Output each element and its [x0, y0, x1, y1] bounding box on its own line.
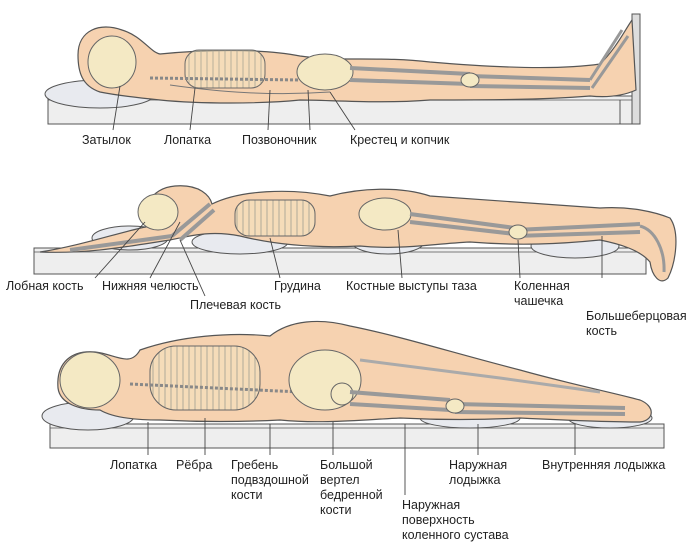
label-iliac: Гребень подвздошной кости: [231, 458, 309, 502]
pelvis-prone: [358, 197, 412, 231]
label-spine: Позвоночник: [242, 133, 317, 147]
label-trochanter: Большой вертел бедренной кости: [320, 458, 383, 517]
ribcage-prone: [234, 199, 316, 237]
leg-bones-supine: [349, 66, 591, 90]
label-knee: Наружная поверхность коленного сустава: [402, 498, 509, 542]
skull-prone: [137, 193, 179, 231]
leader-scapula-supine: [189, 87, 196, 131]
skull-lateral: [59, 351, 121, 409]
figure-lateral: [41, 320, 665, 495]
leg-bones-prone: [409, 212, 641, 238]
label-scapula-lateral: Лопатка: [110, 458, 158, 472]
label-scapula-supine: Лопатка: [164, 133, 212, 147]
label-ankle-inner: Внутренняя лодыжка: [542, 458, 666, 472]
leader-frontal: [94, 221, 146, 279]
label-humerus: Плечевая кость: [190, 298, 282, 312]
leader-humerus: [179, 239, 206, 297]
label-mandible: Нижняя челюсть: [102, 279, 199, 293]
spine-lateral: [129, 382, 301, 394]
skull-supine: [87, 35, 137, 89]
figure-prone: [33, 185, 677, 297]
leader-sacrum: [329, 91, 356, 131]
label-ribs: Рёбра: [176, 458, 213, 472]
figure-supine: [44, 13, 641, 131]
leader-pelvis: [397, 229, 403, 279]
leader-spine-2: [307, 89, 311, 131]
spine-supine: [149, 76, 301, 82]
label-patella: Коленная чашечка: [514, 279, 570, 308]
label-sternum: Грудина: [274, 279, 321, 293]
leader-patella: [517, 239, 521, 279]
label-pelvis: Костные выступы таза: [346, 279, 477, 293]
body-supine: [77, 18, 637, 104]
label-frontal: Лобная кость: [6, 279, 84, 293]
label-tibia: Большеберцовая кость: [586, 309, 687, 338]
label-ankle-outer: Наружная лодыжка: [449, 458, 508, 487]
leg-bones-lateral: [349, 390, 626, 416]
label-sacrum: Крестец и копчик: [350, 133, 450, 147]
leader-mandible: [149, 221, 181, 279]
label-occiput: Затылок: [82, 133, 131, 147]
leader-sternum: [269, 237, 281, 279]
arm-bones-prone: [69, 202, 216, 252]
ribcage-lateral: [149, 345, 261, 411]
leader-spine: [267, 89, 271, 131]
leader-occiput: [112, 85, 121, 131]
pelvis-supine: [296, 53, 354, 91]
body-prone: [39, 185, 677, 282]
trochanter: [330, 382, 354, 406]
